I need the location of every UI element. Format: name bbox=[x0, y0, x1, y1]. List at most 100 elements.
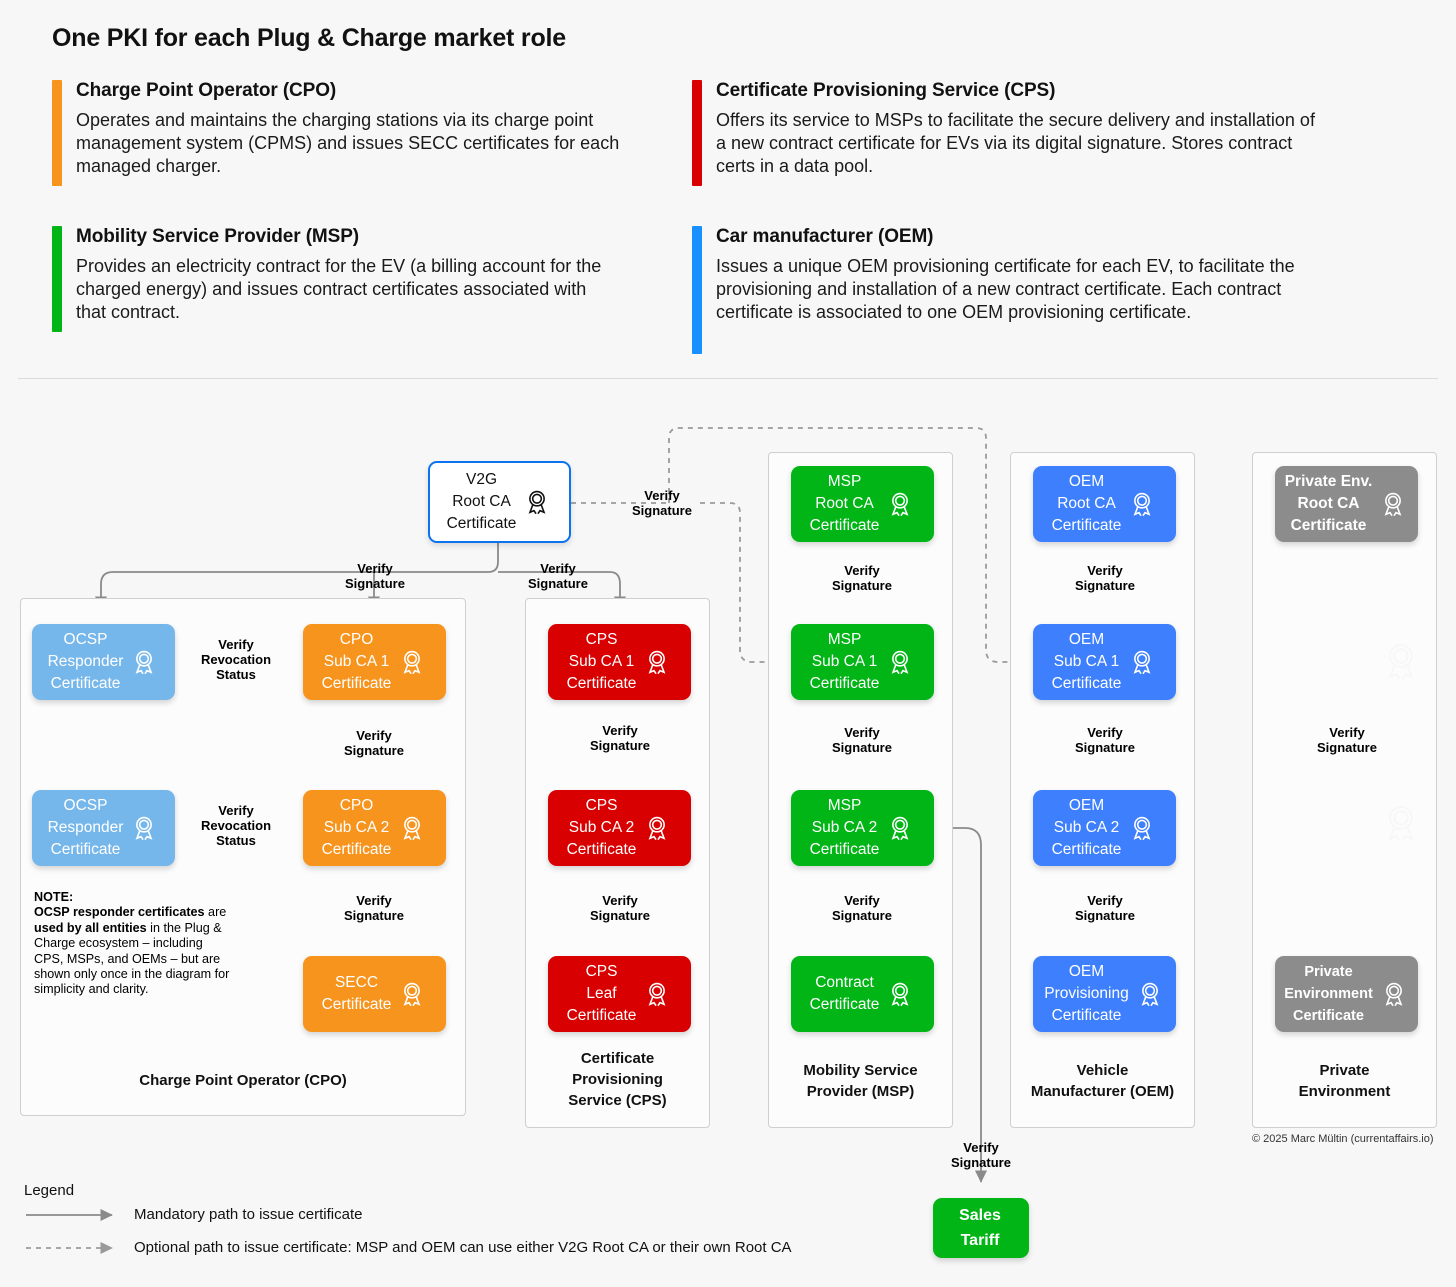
edge-label-verify-signature: Verify Signature bbox=[344, 893, 404, 923]
ocsp-note: NOTE:OCSP responder certificates are use… bbox=[34, 890, 230, 997]
cert-cpo-sub-ca-1[interactable]: CPO Sub CA 1 Certificate bbox=[303, 624, 446, 700]
edge-label-verify-signature: Verify Signature bbox=[590, 893, 650, 923]
role-title-cpo: Charge Point Operator (CPO) bbox=[76, 80, 337, 101]
certificate-ribbon-icon bbox=[403, 650, 421, 675]
cert-label: CPS Sub CA 2 Certificate bbox=[566, 797, 637, 858]
certificate-ribbon-icon bbox=[1385, 982, 1403, 1007]
cert-msp-sub-ca-2[interactable]: MSP Sub CA 2 Certificate bbox=[791, 790, 934, 866]
cert-label: OEM Sub CA 1 Certificate bbox=[1051, 631, 1122, 692]
cert-oem-sub-ca-2[interactable]: OEM Sub CA 2 Certificate bbox=[1033, 790, 1176, 866]
role-title-msp: Mobility Service Provider (MSP) bbox=[76, 226, 360, 247]
certificate-ribbon-icon bbox=[1384, 492, 1402, 517]
certificate-ribbon-icon bbox=[135, 816, 153, 841]
cert-msp-root-ca[interactable]: MSP Root CA Certificate bbox=[791, 466, 934, 542]
cert-secc[interactable]: SECC Certificate bbox=[303, 956, 446, 1032]
cert-cps-sub-ca-2[interactable]: CPS Sub CA 2 Certificate bbox=[548, 790, 691, 866]
edge-label-verify-revocation-status: Verify Revocation Status bbox=[200, 637, 272, 682]
role-desc-msp: Provides an electricity contract for the… bbox=[76, 256, 602, 322]
cert-contract[interactable]: Contract Certificate bbox=[791, 956, 934, 1032]
cert-label: CPO Sub CA 2 Certificate bbox=[321, 797, 392, 858]
cert-oem-root-ca[interactable]: OEM Root CA Certificate bbox=[1033, 466, 1176, 542]
role-title-cps: Certificate Provisioning Service (CPS) bbox=[716, 80, 1056, 101]
legend-item-mandatory: Mandatory path to issue certificate bbox=[134, 1206, 363, 1223]
certificate-ribbon-icon bbox=[135, 650, 153, 675]
role-card-cps: Certificate Provisioning Service (CPS) O… bbox=[692, 80, 1332, 186]
cert-oem-sub-ca-1[interactable]: OEM Sub CA 1 Certificate bbox=[1033, 624, 1176, 700]
cert-cps-sub-ca-1[interactable]: CPS Sub CA 1 Certificate bbox=[548, 624, 691, 700]
copyright-notice: © 2025 Marc Mültin (currentaffairs.io) bbox=[1252, 1133, 1434, 1145]
role-accent-bar-msp bbox=[52, 226, 62, 332]
certificate-ribbon-icon bbox=[891, 982, 909, 1007]
edge-label-verify-signature: Verify Signature bbox=[1075, 725, 1135, 755]
cert-cps-leaf[interactable]: CPS Leaf Certificate bbox=[548, 956, 691, 1032]
edge-label-verify-signature: Verify Signature bbox=[1317, 725, 1377, 755]
edge-label-verify-signature: Verify Signature bbox=[832, 563, 892, 593]
edge-label-verify-signature: Verify Signature bbox=[632, 488, 692, 518]
group-label-cps: Certificate Provisioning Service (CPS) bbox=[568, 1050, 667, 1109]
role-accent-bar-cpo bbox=[52, 80, 62, 186]
edge-label-verify-signature: Verify Signature bbox=[590, 723, 650, 753]
certificate-ribbon-icon bbox=[403, 816, 421, 841]
group-label-private: Private Environment bbox=[1298, 1062, 1391, 1100]
cert-label: OCSP Responder Certificate bbox=[47, 797, 124, 858]
cert-private-env-root-ca[interactable]: Private Env. Root CA Certificate bbox=[1275, 466, 1418, 542]
certificate-ribbon-icon bbox=[1133, 492, 1151, 517]
certificate-ribbon-icon bbox=[1133, 816, 1151, 841]
cert-v2g-root-ca[interactable]: V2G Root CA Certificate bbox=[428, 461, 571, 543]
certificate-ribbon-icon bbox=[891, 492, 909, 517]
cert-label: OEM Provisioning Certificate bbox=[1044, 963, 1129, 1024]
node-sales-tariff[interactable]: Sales Tariff bbox=[933, 1198, 1029, 1258]
certificate-ribbon-icon bbox=[648, 982, 666, 1007]
cert-label: Private Environment Certificate bbox=[1284, 964, 1373, 1024]
group-label-cpo: Charge Point Operator (CPO) bbox=[139, 1072, 347, 1089]
role-desc-oem: Issues a unique OEM provisioning certifi… bbox=[716, 256, 1295, 322]
legend-solid-arrow-icon bbox=[26, 1208, 113, 1222]
role-desc-cps: Offers its service to MSPs to facilitate… bbox=[716, 110, 1315, 176]
cert-label: MSP Sub CA 1 Certificate bbox=[809, 631, 880, 692]
group-label-oem: Vehicle Manufacturer (OEM) bbox=[1030, 1062, 1175, 1100]
cert-label: V2G Root CA Certificate bbox=[446, 471, 517, 532]
edge-label-verify-signature: Verify Signature bbox=[1075, 893, 1135, 923]
role-accent-bar-cps bbox=[692, 80, 702, 186]
legend-dashed-arrow-icon bbox=[26, 1241, 113, 1255]
group-label-msp: Mobility Service Provider (MSP) bbox=[803, 1062, 918, 1100]
cert-label: MSP Root CA Certificate bbox=[809, 473, 880, 534]
section-divider bbox=[18, 378, 1438, 379]
cert-ocsp-responder-2[interactable]: OCSP Responder Certificate bbox=[32, 790, 175, 866]
role-card-msp: Mobility Service Provider (MSP) Provides… bbox=[52, 226, 652, 332]
certificate-ribbon-icon bbox=[528, 490, 546, 515]
certificate-ribbon-icon bbox=[648, 816, 666, 841]
edge-label-verify-signature: Verify Signature bbox=[528, 561, 588, 591]
cert-label: OEM Root CA Certificate bbox=[1051, 473, 1122, 534]
legend-title: Legend bbox=[24, 1182, 75, 1199]
cert-label: CPS Sub CA 1 Certificate bbox=[566, 631, 637, 692]
edge-label-verify-signature: Verify Signature bbox=[1075, 563, 1135, 593]
certificate-ribbon-icon bbox=[648, 650, 666, 675]
certificate-ribbon-icon bbox=[891, 650, 909, 675]
cert-label: Private Env. Root CA Certificate bbox=[1284, 473, 1373, 534]
legend-item-optional: Optional path to issue certificate: MSP … bbox=[134, 1239, 792, 1256]
edge-label-verify-signature: Verify Signature bbox=[345, 561, 405, 591]
role-title-oem: Car manufacturer (OEM) bbox=[716, 226, 934, 247]
cert-ocsp-responder-1[interactable]: OCSP Responder Certificate bbox=[32, 624, 175, 700]
cert-private-environment[interactable]: Private Environment Certificate bbox=[1275, 956, 1418, 1032]
role-accent-bar-oem bbox=[692, 226, 702, 354]
page-title: One PKI for each Plug & Charge market ro… bbox=[52, 24, 566, 52]
cert-oem-provisioning[interactable]: OEM Provisioning Certificate bbox=[1033, 956, 1176, 1032]
certificate-ribbon-icon bbox=[891, 816, 909, 841]
role-card-oem: Car manufacturer (OEM) Issues a unique O… bbox=[692, 226, 1342, 354]
cert-label: SECC Certificate bbox=[321, 974, 392, 1013]
certificate-ribbon-icon bbox=[403, 982, 421, 1007]
cert-msp-sub-ca-1[interactable]: MSP Sub CA 1 Certificate bbox=[791, 624, 934, 700]
cert-label: OCSP Responder Certificate bbox=[47, 631, 124, 692]
cert-cpo-sub-ca-2[interactable]: CPO Sub CA 2 Certificate bbox=[303, 790, 446, 866]
cert-label: CPO Sub CA 1 Certificate bbox=[321, 631, 392, 692]
certificate-ribbon-watermark-icon bbox=[1388, 806, 1414, 842]
certificate-ribbon-icon bbox=[1133, 650, 1151, 675]
role-desc-cpo: Operates and maintains the charging stat… bbox=[76, 110, 620, 176]
role-card-cpo: Charge Point Operator (CPO) Operates and… bbox=[52, 80, 652, 186]
node-label: Sales Tariff bbox=[959, 1207, 1001, 1249]
certificate-ribbon-icon bbox=[1141, 982, 1159, 1007]
cert-label: Contract Certificate bbox=[809, 974, 880, 1013]
edge-label-verify-revocation-status: Verify Revocation Status bbox=[200, 803, 272, 848]
